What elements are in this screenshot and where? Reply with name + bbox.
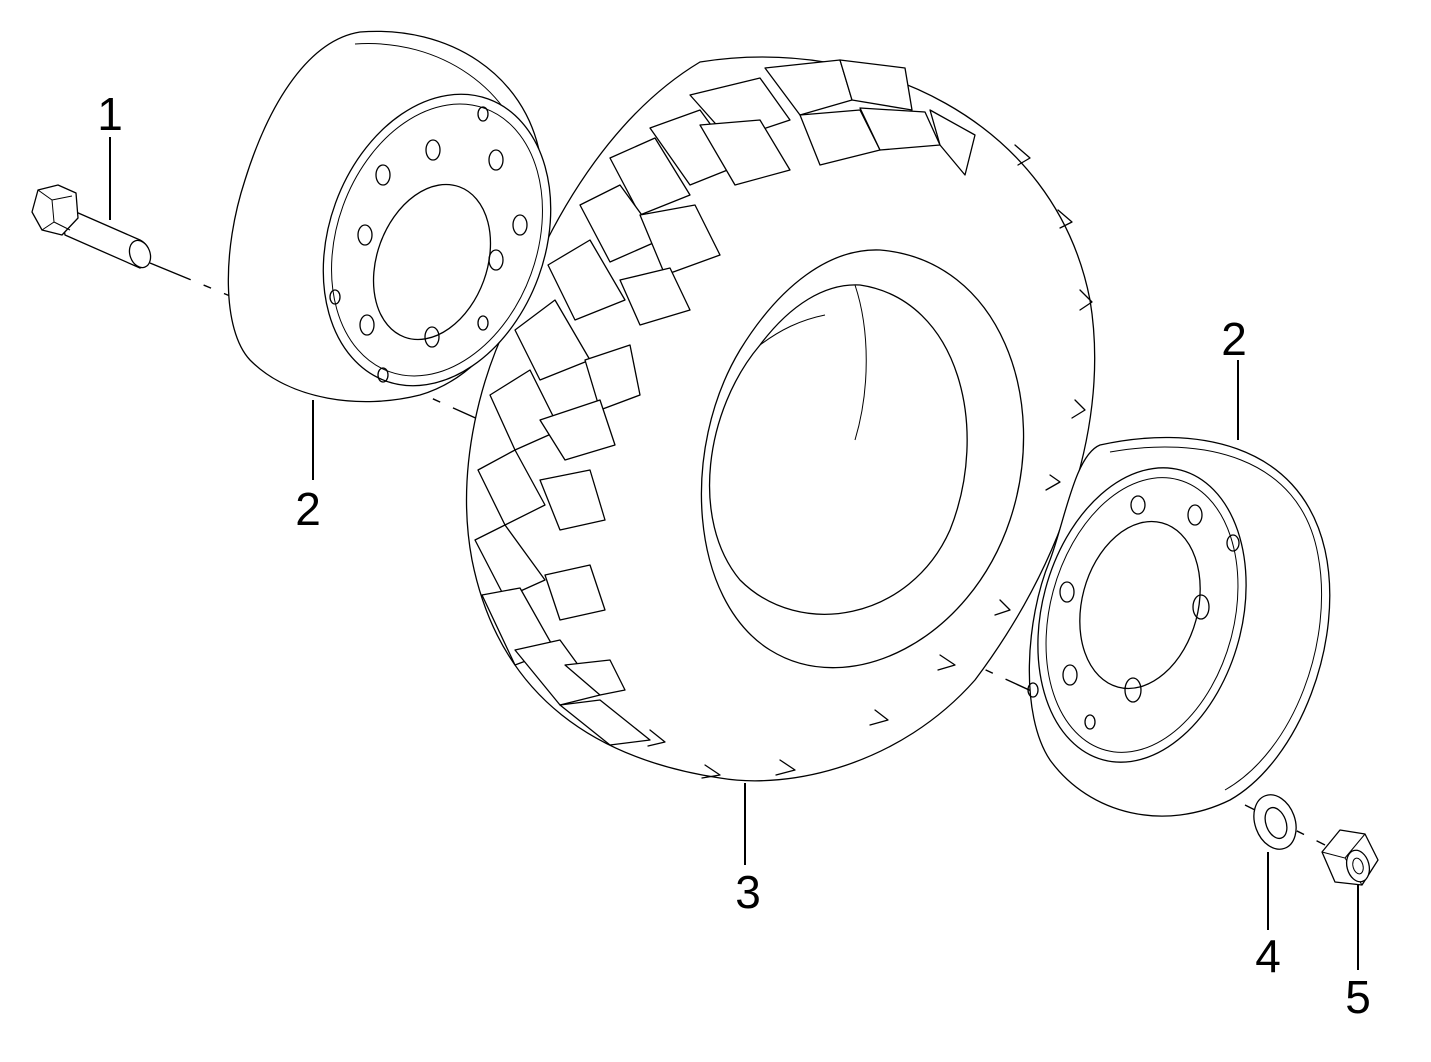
tire xyxy=(465,56,1096,782)
callout-bolt: 1 xyxy=(97,88,123,140)
tire-shoulder-notches xyxy=(647,144,1093,779)
leader-lines xyxy=(109,137,1359,970)
callout-rim-right: 2 xyxy=(1221,313,1247,365)
callout-tire: 3 xyxy=(735,866,761,918)
callout-rim-left: 2 xyxy=(295,483,321,535)
nut xyxy=(1321,829,1379,886)
callout-washer: 4 xyxy=(1255,930,1281,982)
tire-tread-lugs xyxy=(474,59,976,746)
rim-left xyxy=(227,30,552,403)
callout-nut: 5 xyxy=(1345,971,1371,1023)
rim-right xyxy=(1027,436,1331,817)
callout-labels: 1 2 2 3 4 5 xyxy=(97,88,1371,1023)
washer xyxy=(1253,794,1297,850)
bolt xyxy=(31,184,152,269)
